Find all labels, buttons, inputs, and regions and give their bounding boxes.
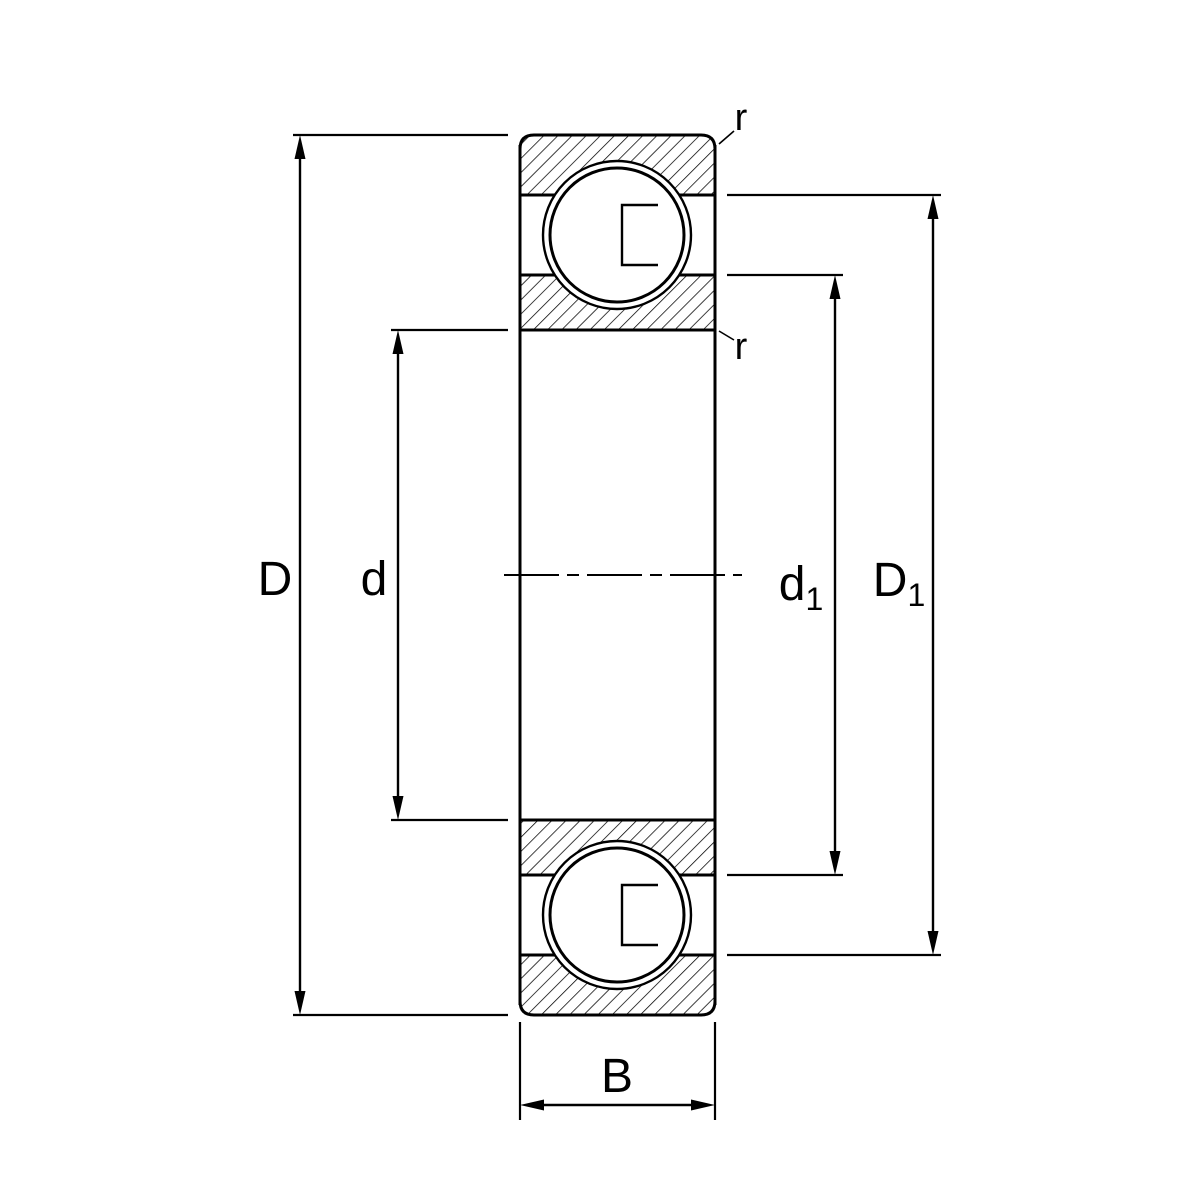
- arrowhead-up: [392, 330, 404, 354]
- arrowhead-down: [392, 796, 404, 820]
- dim-label-inner-shoulder-subscript: 1: [805, 581, 824, 617]
- cage-bottom: [620, 883, 658, 947]
- dimension-outer-diameter: [293, 133, 508, 1017]
- ball-bottom: [548, 846, 686, 984]
- dim-label-outer-shoulder-main: D: [872, 554, 908, 607]
- dim-label-width: B: [600, 1050, 634, 1103]
- dimension-width: [518, 1022, 717, 1120]
- arrowhead-down: [294, 991, 306, 1015]
- arrowhead-left: [520, 1099, 544, 1111]
- radius-leader-top: [718, 130, 735, 145]
- arrowhead-down: [829, 851, 841, 875]
- dim-label-radius-top: r: [734, 97, 748, 139]
- dim-label-bore-diameter: d: [360, 553, 388, 606]
- dim-label-inner-shoulder-diameter: d1: [778, 558, 824, 617]
- arrowhead-up: [829, 275, 841, 299]
- ball-top: [548, 166, 686, 304]
- arrowhead-down: [927, 931, 939, 955]
- arrowhead-up: [294, 135, 306, 159]
- dimension-outer-shoulder-diameter: [727, 193, 941, 957]
- cage-top: [620, 203, 658, 267]
- dimension-inner-shoulder-diameter: [727, 273, 843, 877]
- arrowhead-up: [927, 195, 939, 219]
- dim-label-radius-bottom: r: [734, 326, 748, 368]
- dim-label-inner-shoulder-main: d: [778, 558, 806, 611]
- dim-label-outer-diameter: D: [257, 553, 293, 606]
- dim-label-outer-shoulder-diameter: D1: [872, 554, 926, 613]
- radius-leader-bottom: [718, 330, 735, 341]
- arrowhead-right: [691, 1099, 715, 1111]
- dim-label-outer-shoulder-subscript: 1: [907, 577, 926, 613]
- dimension-bore-diameter: [391, 328, 508, 822]
